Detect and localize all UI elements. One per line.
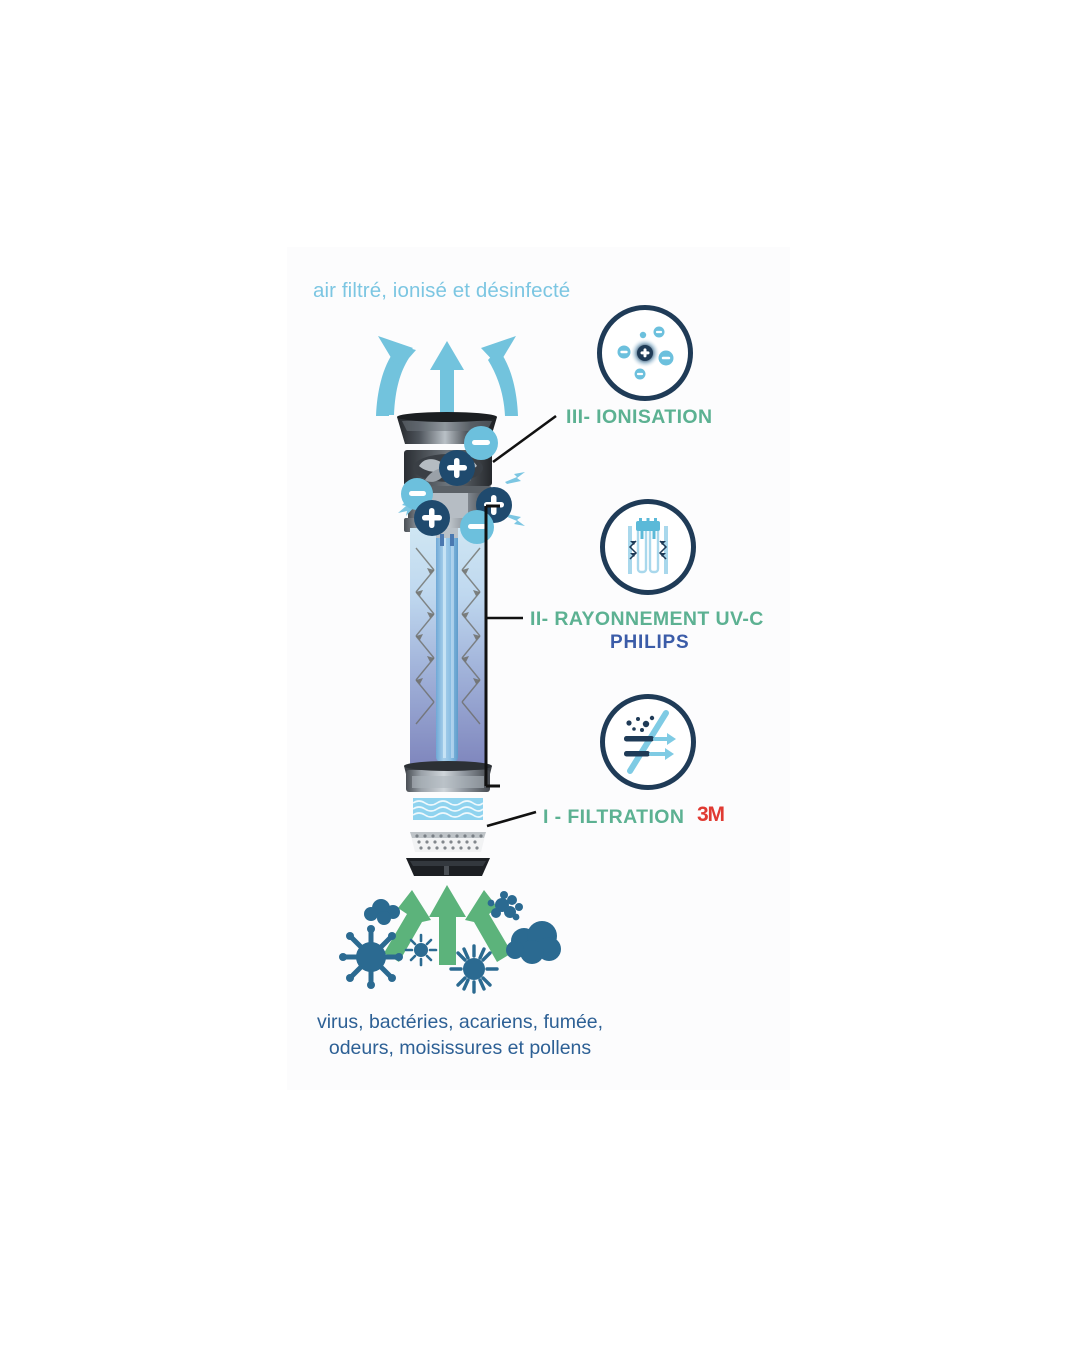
dirty-air-arrows bbox=[384, 885, 512, 965]
clean-air-arrows bbox=[376, 336, 518, 416]
filter-layer-honeycomb bbox=[410, 832, 486, 852]
filter-layer-base-plate bbox=[406, 858, 490, 876]
step-label-uvc: II- RAYONNEMENT UV-C bbox=[530, 608, 764, 630]
pollutants-caption: virus, bactéries, acariens, fumée, odeur… bbox=[290, 1010, 630, 1061]
pollutants-caption-line-1: virus, bactéries, acariens, fumée, bbox=[316, 1011, 604, 1033]
filter-airflow-icon bbox=[600, 694, 696, 790]
virus-icon bbox=[339, 925, 403, 989]
pollen-icon bbox=[449, 944, 499, 994]
smoke-cloud-icon bbox=[506, 921, 561, 964]
step-label-filtration: I - FILTRATION bbox=[543, 806, 685, 828]
pollutant-icons bbox=[339, 891, 561, 994]
filter-layer-pleated bbox=[412, 798, 484, 820]
clean-air-heading: air filtré, ionisé et désinfecté bbox=[313, 279, 571, 302]
smoke-cloud-icon bbox=[364, 899, 400, 925]
ion-atom-icon bbox=[597, 305, 693, 401]
uv-lamp-icon bbox=[600, 499, 696, 595]
step-label-ionisation: III- IONISATION bbox=[566, 406, 713, 428]
mold-spore-icon bbox=[487, 891, 523, 921]
device-base-ring bbox=[404, 761, 492, 792]
3m-brand-logo: 3M bbox=[697, 803, 725, 826]
philips-brand-label: PHILIPS bbox=[610, 632, 690, 653]
pollen-icon bbox=[404, 933, 438, 967]
uv-chamber bbox=[410, 528, 486, 766]
pollutants-caption-line-2: odeurs, moisissures et pollens bbox=[328, 1036, 592, 1059]
